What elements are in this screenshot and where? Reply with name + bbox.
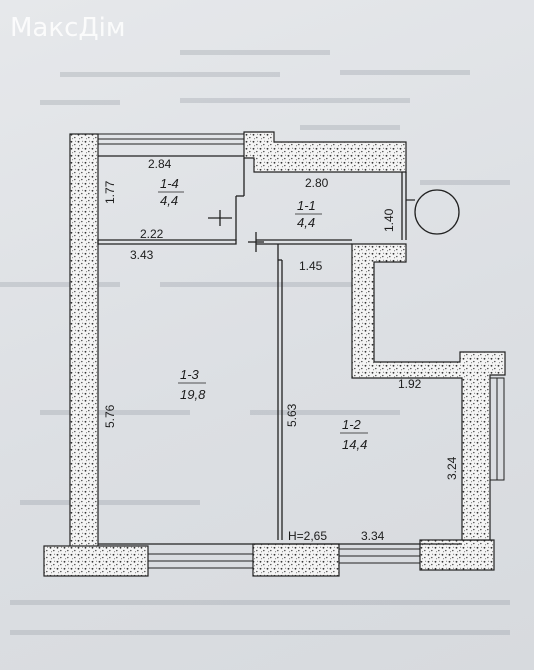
dimension-labels: 2.84 1.77 2.80 2.22 1.40 3.43 1.45 1.92 … (103, 157, 459, 543)
dimension-label: 2.84 (148, 157, 172, 171)
dimension-label: 3.43 (130, 248, 154, 262)
bottom-left-wall (43, 545, 149, 577)
dimension-label: 1.92 (398, 377, 422, 391)
room-area: 4,4 (297, 215, 315, 230)
circle-marker-icon (414, 189, 460, 235)
dimension-label: 3.24 (445, 456, 459, 480)
room-area: 4,4 (160, 193, 178, 208)
dimension-label: 5.63 (285, 403, 299, 427)
room-labels: 1-4 4,4 1-1 4,4 1-3 19,8 1-2 14,4 (158, 176, 368, 452)
right-wall (351, 243, 506, 541)
dimension-label: 5.76 (103, 404, 117, 428)
bottom-middle-wall (252, 543, 340, 577)
room-id: 1-4 (160, 176, 179, 191)
room-area: 14,4 (342, 437, 367, 452)
top-right-wall (243, 131, 407, 173)
room-area: 19,8 (180, 387, 206, 402)
watermark-logo: МаксДім (10, 13, 126, 43)
room-id: 1-2 (342, 417, 362, 432)
dimension-label: 1.40 (382, 208, 396, 232)
dimension-label: 1.45 (299, 259, 323, 273)
room-id: 1-3 (180, 367, 200, 382)
dimension-label: H=2,65 (288, 529, 327, 543)
room-id: 1-1 (297, 198, 316, 213)
dimension-label: 1.77 (103, 180, 117, 204)
windows (97, 133, 505, 569)
partitions (97, 155, 462, 545)
dimension-label: 3.34 (361, 529, 385, 543)
dimension-label: 2.22 (140, 227, 164, 241)
dimension-label: 2.80 (305, 176, 329, 190)
left-wall (69, 133, 99, 551)
bottom-right-wall (419, 539, 495, 571)
background-print (0, 50, 510, 635)
